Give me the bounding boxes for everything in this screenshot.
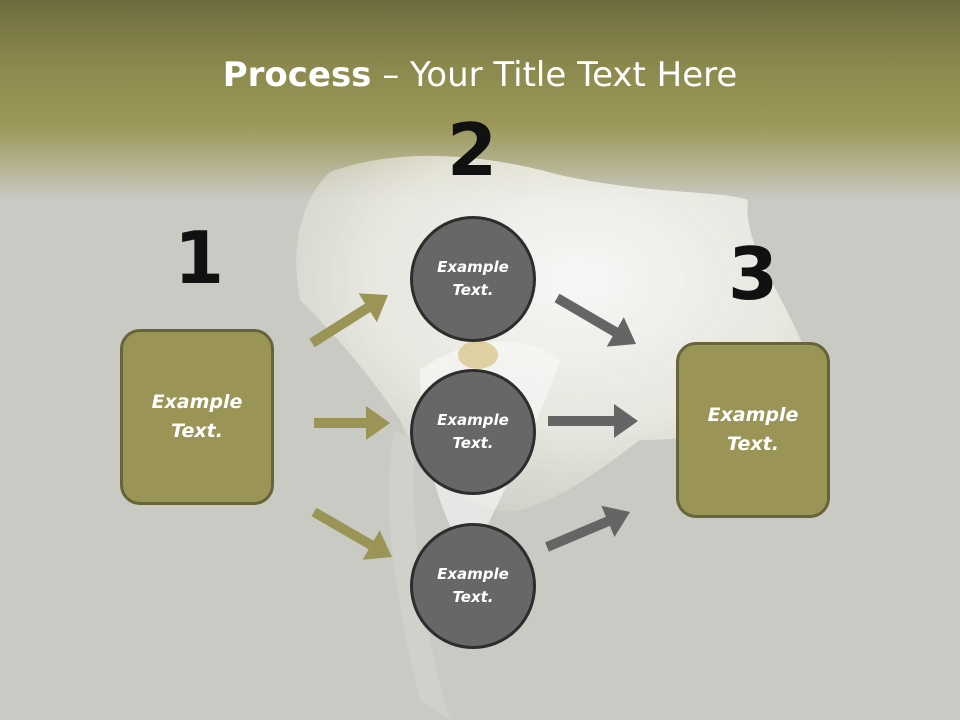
left-box-label: Example Text.	[151, 391, 243, 442]
arrow-from-middle-circle	[548, 404, 638, 438]
circle-middle-label: Example Text.	[437, 411, 509, 452]
circle-top-label: Example Text.	[437, 258, 509, 299]
arrow-from-bottom-circle	[545, 505, 630, 552]
step-number-1: 1	[173, 216, 225, 300]
circle-node-top: Example Text.	[410, 216, 536, 342]
arrow-from-top-circle	[554, 293, 636, 347]
arrow-to-top-circle	[309, 293, 388, 348]
left-process-box: Example Text.	[120, 329, 274, 505]
right-box-label: Example Text.	[707, 404, 799, 455]
circle-node-middle: Example Text.	[410, 369, 536, 495]
title-bold-text: Process	[222, 55, 372, 95]
circle-node-bottom: Example Text.	[410, 523, 536, 649]
step-number-2: 2	[446, 108, 498, 192]
slide-title: Process – Your Title Text Here	[0, 52, 960, 98]
step-number-3: 3	[727, 232, 779, 316]
circle-bottom-label: Example Text.	[437, 565, 509, 606]
arrow-to-bottom-circle	[311, 507, 392, 560]
title-regular-text: – Your Title Text Here	[371, 55, 738, 95]
arrow-to-middle-circle	[314, 406, 390, 440]
right-process-box: Example Text.	[676, 342, 830, 518]
